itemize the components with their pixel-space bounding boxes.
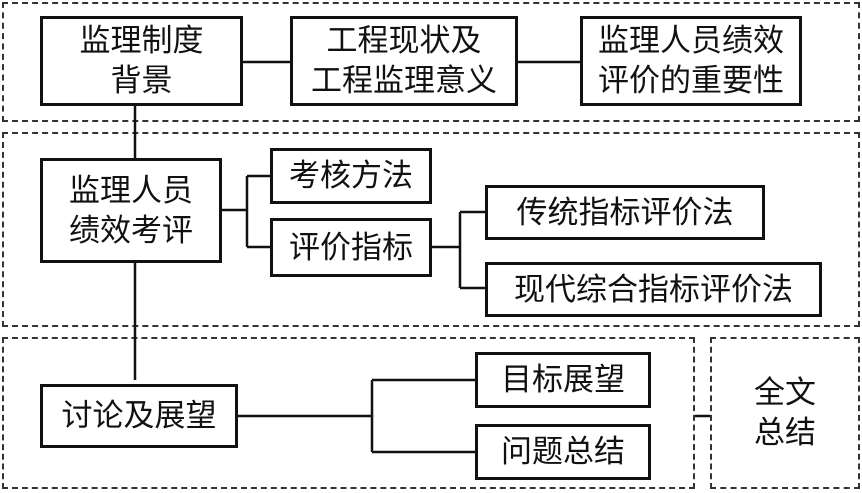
- box-full-summary: 全文 总结: [754, 375, 816, 451]
- box-performance-evaluation: 监理人员 绩效考评: [40, 158, 222, 263]
- section-discussion-frame: [2, 337, 695, 489]
- box-traditional-indicator-method: 传统指标评价法: [485, 185, 765, 240]
- box-assessment-method: 考核方法: [270, 148, 432, 204]
- box-evaluation-indicators: 评价指标: [270, 218, 432, 277]
- box-performance-evaluation-importance: 监理人员绩效 评价的重要性: [580, 16, 802, 106]
- box-supervision-system-background: 监理制度 背景: [40, 16, 243, 106]
- section-evaluation-frame: [2, 132, 860, 327]
- box-problem-summary: 问题总结: [475, 424, 651, 480]
- box-modern-comprehensive-method: 现代综合指标评价法: [485, 262, 822, 317]
- box-goal-outlook: 目标展望: [475, 352, 651, 408]
- section-background-frame: [2, 2, 860, 122]
- box-discussion-outlook: 讨论及展望: [40, 384, 238, 448]
- section-summary-frame: [710, 337, 860, 489]
- box-engineering-status-significance: 工程现状及 工程监理意义: [290, 16, 518, 106]
